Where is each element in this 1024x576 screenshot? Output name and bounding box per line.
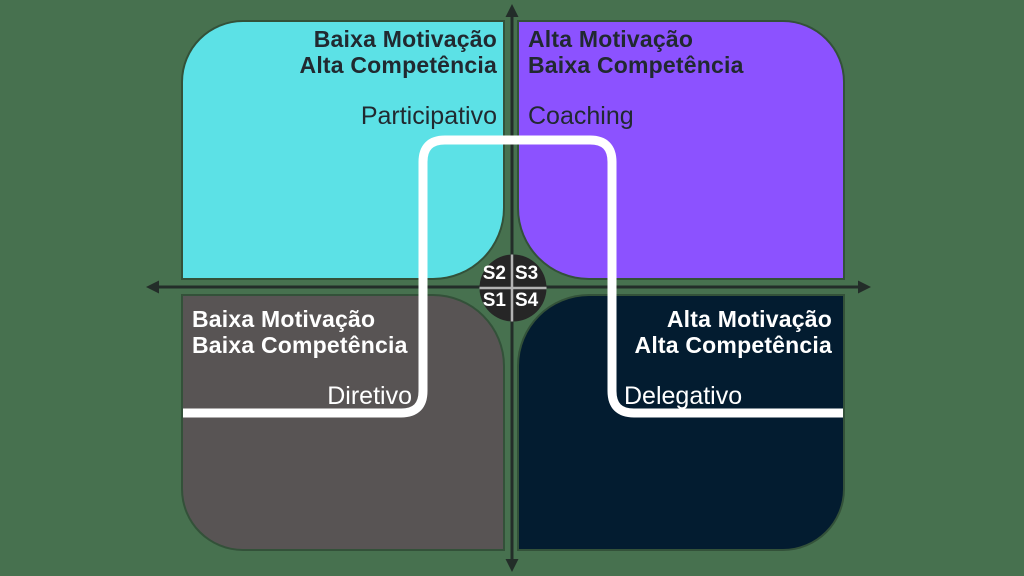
- axis-arrowhead-up-icon: [505, 4, 519, 17]
- axis-arrowhead-left-icon: [146, 280, 159, 294]
- leadership-style-label: Coaching: [528, 102, 634, 130]
- quadrant-title: Alta Motivação Baixa Competência: [528, 26, 744, 78]
- quadrant-title-line2: Alta Competência: [299, 52, 497, 78]
- leadership-style-label: Participativo: [360, 102, 497, 130]
- quadrant-title: Baixa Motivação Alta Competência: [300, 26, 497, 78]
- segment-label-s1: S1: [482, 290, 506, 311]
- leadership-style-label: Diretivo: [327, 382, 412, 410]
- quadrant-top-left: Baixa Motivação Alta Competência Partici…: [183, 22, 503, 278]
- quadrant-title-line2: Baixa Competência: [192, 332, 408, 358]
- quadrant-title-line1: Alta Motivação: [528, 26, 694, 52]
- leadership-style-label: Delegativo: [624, 382, 743, 410]
- quadrant-title-line1: Baixa Motivação: [313, 26, 497, 52]
- segment-label-s4: S4: [515, 290, 539, 311]
- axis-arrowhead-right-icon: [858, 280, 871, 294]
- quadrant-bottom-left: Baixa Motivação Baixa Competência Direti…: [183, 296, 503, 549]
- segment-label-s2: S2: [482, 263, 506, 284]
- quadrant-title-line1: Baixa Motivação: [192, 306, 376, 332]
- quadrant-title-line1: Alta Motivação: [666, 306, 832, 332]
- quadrant-title: Baixa Motivação Baixa Competência: [192, 306, 408, 358]
- segment-label-s3: S3: [515, 263, 539, 284]
- quadrant-title-line2: Alta Competência: [634, 332, 832, 358]
- quadrant-title-line2: Baixa Competência: [528, 52, 744, 78]
- axis-arrowhead-down-icon: [505, 559, 519, 572]
- quadrant-title: Alta Motivação Alta Competência: [635, 306, 832, 358]
- quadrant-top-right: Alta Motivação Baixa Competência Coachin…: [519, 22, 843, 278]
- quadrant-bottom-right: Alta Motivação Alta Competência Delegati…: [519, 296, 843, 549]
